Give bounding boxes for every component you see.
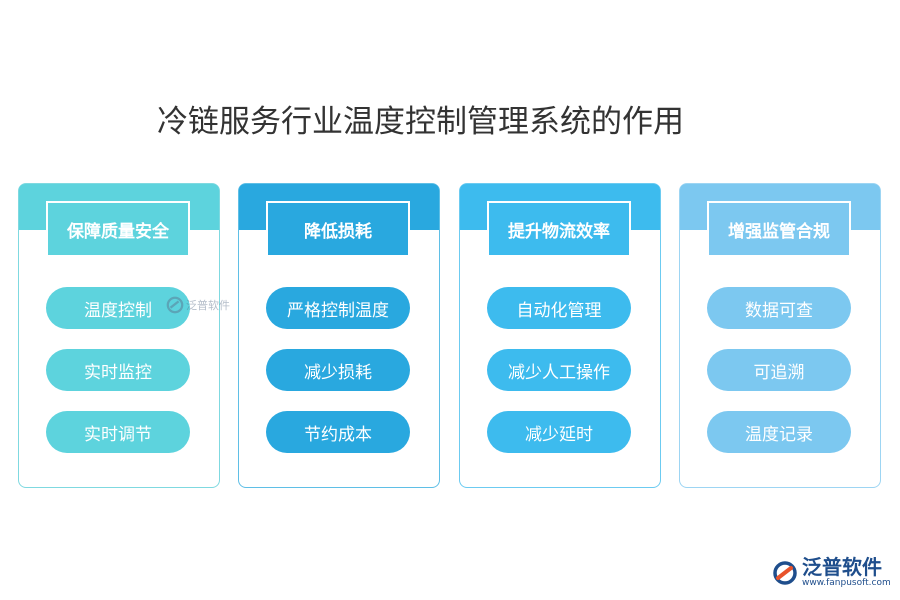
card-item: 减少人工操作 [487,349,631,391]
card-item: 实时调节 [46,411,190,453]
watermark: 泛普软件 [166,296,230,314]
logo-url: www.fanpusoft.com [802,578,891,588]
fanpu-logo-icon [773,560,797,585]
logo-name: 泛普软件 [802,555,882,579]
page-title: 冷链服务行业温度控制管理系统的作用 [157,104,684,140]
card-item: 实时监控 [46,349,190,391]
card-item: 可追溯 [707,349,851,391]
card-quality-safety: 保障质量安全 温度控制 实时监控 实时调节 [18,183,220,488]
card-reduce-loss: 降低损耗 严格控制温度 减少损耗 节约成本 [238,183,440,488]
watermark-text: 泛普软件 [186,299,230,312]
card-item: 数据可查 [707,287,851,329]
card-heading: 提升物流效率 [487,201,631,257]
card-item: 严格控制温度 [266,287,410,329]
card-item: 减少延时 [487,411,631,453]
card-compliance: 增强监管合规 数据可查 可追溯 温度记录 [679,183,881,488]
card-item: 温度记录 [707,411,851,453]
card-heading: 保障质量安全 [46,201,190,257]
card-item: 减少损耗 [266,349,410,391]
card-item: 节约成本 [266,411,410,453]
watermark-logo-icon [166,296,184,314]
card-item: 自动化管理 [487,287,631,329]
card-logistics-efficiency: 提升物流效率 自动化管理 减少人工操作 减少延时 [459,183,661,488]
brand-logo: 泛普软件 www.fanpusoft.com [772,556,891,589]
card-heading: 降低损耗 [266,201,410,257]
card-item: 温度控制 [46,287,190,329]
card-heading: 增强监管合规 [707,201,851,257]
